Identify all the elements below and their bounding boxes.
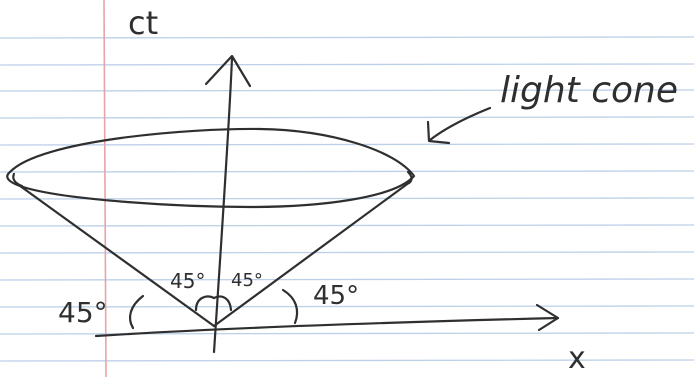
ruled-line [0, 332, 694, 335]
ct-axis-label: ct [128, 4, 158, 42]
ruled-line [0, 170, 694, 173]
angle-arc-inner-right [212, 295, 233, 312]
ruled-line [0, 63, 694, 66]
ruled-line [0, 224, 694, 227]
margin-line [103, 0, 107, 377]
ruled-line [0, 89, 694, 92]
cone-left-edge [14, 181, 216, 328]
cone-right-edge [212, 180, 412, 328]
x-axis-arrowhead [535, 303, 560, 332]
ruled-line [0, 143, 694, 146]
ct-axis [212, 56, 234, 354]
ruled-line [0, 116, 694, 119]
angle-label-outer-right: 45° [313, 281, 359, 311]
x-axis [94, 316, 560, 338]
angle-arc-outer-right [281, 288, 299, 325]
ruled-line [0, 305, 694, 308]
annotation-arrowhead [426, 120, 451, 145]
annotation-arrow [428, 106, 492, 142]
angle-label-outer-left: 45° [58, 296, 108, 329]
ruled-line [0, 359, 694, 362]
light-cone-label: light cone [500, 70, 678, 111]
angle-label-inner-right: 45° [231, 270, 263, 291]
angle-arc-inner-left [194, 295, 216, 312]
ruled-line [0, 251, 694, 254]
ct-axis-arrowhead [204, 54, 252, 88]
angle-label-inner-left: 45° [170, 269, 205, 293]
ruled-line [0, 197, 694, 200]
angle-arc-outer-left [128, 294, 145, 330]
x-axis-label: x [568, 341, 586, 376]
cone-rim-ellipse [6, 127, 416, 209]
ruled-line [0, 36, 694, 39]
ruled-line [0, 278, 694, 281]
